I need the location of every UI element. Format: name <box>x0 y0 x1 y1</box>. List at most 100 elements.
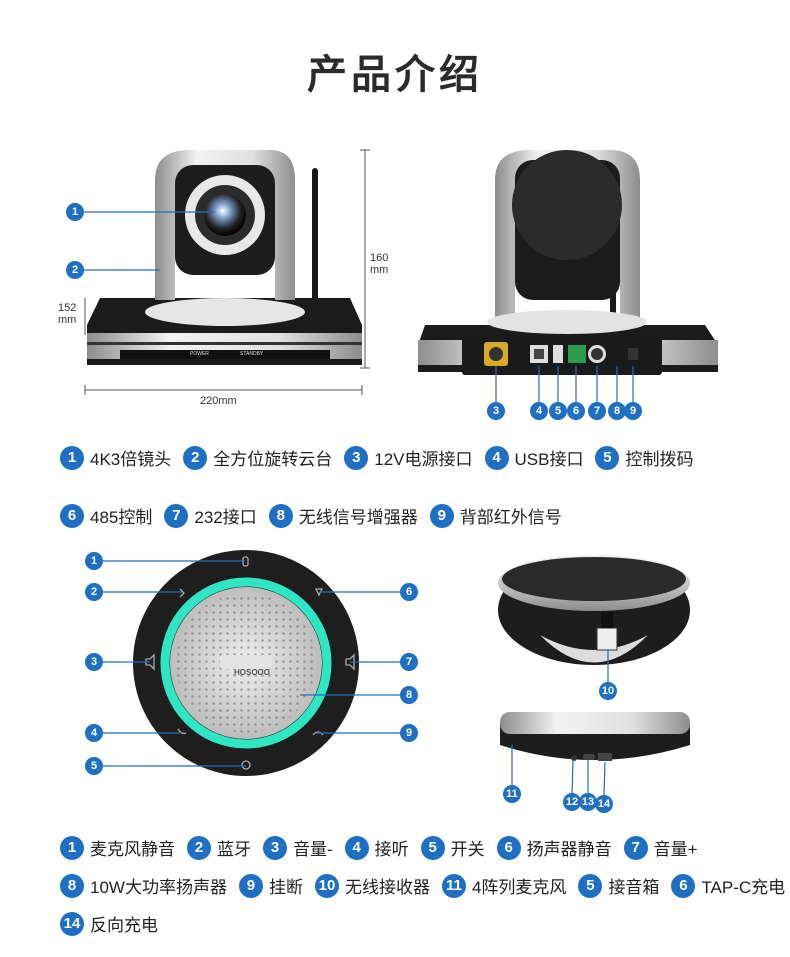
callout-badge: 4 <box>85 724 103 742</box>
legend-number-badge: 6 <box>496 835 521 860</box>
legend-label: 控制拨码 <box>625 450 694 469</box>
legend-number-badge: 11 <box>441 873 466 898</box>
legend-number-badge: 3 <box>344 445 369 470</box>
legend-item: 10 无线接收器 <box>314 873 430 898</box>
legend-label: 无线接收器 <box>344 878 430 897</box>
legend-number-badge: 4 <box>484 445 509 470</box>
legend-label: 485控制 <box>90 508 153 527</box>
legend-number-badge: 10 <box>314 873 339 898</box>
legend-label: 蓝牙 <box>217 840 251 859</box>
legend-item: 3 12V电源接口 <box>344 445 473 470</box>
legend-label: 无线信号增强器 <box>298 508 418 527</box>
legend-item: 7 音量+ <box>623 835 698 860</box>
legend-item: 6 扬声器静音 <box>496 835 612 860</box>
legend-item: 11 4阵列麦克风 <box>441 873 567 898</box>
power-label: POWER <box>190 351 209 357</box>
legend-label: 反向充电 <box>90 916 158 935</box>
legend-number-badge: 9 <box>238 873 263 898</box>
legend-item: 7 232接口 <box>164 503 257 528</box>
legend-number-badge: 2 <box>183 445 208 470</box>
legend-item: 6 TAP-C充电 <box>671 873 785 898</box>
legend-number-badge: 5 <box>420 835 445 860</box>
legend-label: 12V电源接口 <box>374 450 473 469</box>
legend-label: 麦克风静音 <box>90 840 175 859</box>
legend-item: 14 反向充电 <box>60 911 158 936</box>
callout-badge: 7 <box>400 653 418 671</box>
width-dimension: 220mm <box>200 395 237 407</box>
legend-item: 4 接听 <box>344 835 409 860</box>
callout-badge: 7 <box>588 402 606 420</box>
legend-number-badge: 4 <box>344 835 369 860</box>
callout-badge: 3 <box>487 402 505 420</box>
page-title: 产品介绍 <box>307 52 483 98</box>
legend-label: TAP-C充电 <box>701 878 786 897</box>
legend-label: 10W大功率扬声器 <box>90 878 227 897</box>
legend-row: 14 反向充电 <box>60 911 170 936</box>
callout-badge: 6 <box>400 583 418 601</box>
legend-label: 音量- <box>293 840 333 859</box>
legend-label: 背部红外信号 <box>459 508 562 527</box>
callout-badge: 8 <box>400 686 418 704</box>
legend-number-badge: 7 <box>164 503 189 528</box>
legend-number-badge: 1 <box>60 835 84 860</box>
legend-number-badge: 7 <box>623 835 648 860</box>
legend-item: 5 控制拨码 <box>595 445 693 470</box>
legend-label: 全方位旋转云台 <box>213 450 333 469</box>
legend-item: 5 开关 <box>420 835 485 860</box>
legend-item: 3 音量- <box>263 835 333 860</box>
callout-badge: 4 <box>530 402 548 420</box>
legend-number-badge: 1 <box>60 445 84 470</box>
legend-number-badge: 3 <box>263 835 287 860</box>
legend-label: 音量+ <box>653 840 698 859</box>
dimension-lines <box>84 149 370 395</box>
legend-label: 4阵列麦克风 <box>471 878 567 897</box>
legend-number-badge: 8 <box>60 873 84 898</box>
callout-badge: 1 <box>85 552 103 570</box>
legend-number-badge: 14 <box>60 911 84 936</box>
camera-back <box>418 150 718 375</box>
callout-badge: 9 <box>400 724 418 742</box>
legend-item: 1 麦克风静音 <box>60 835 175 860</box>
legend-row: 8 10W大功率扬声器 9 挂断 10 无线接收器 11 4阵列麦克风 5 接音箱 6 TAP-C充电 <box>60 873 790 898</box>
callout-badge: 1 <box>66 203 84 221</box>
speaker-brand: HOSOOO <box>234 668 271 677</box>
legend-number-badge: 5 <box>595 445 620 470</box>
depth-dimension: 152 mm <box>58 302 77 326</box>
callout-badge: 5 <box>85 757 103 775</box>
legend-label: 接音箱 <box>608 878 660 897</box>
legend-item: 5 接音箱 <box>578 873 659 898</box>
callout-badge: 2 <box>66 261 84 279</box>
callout-badge: 3 <box>85 653 103 671</box>
speaker-bottom <box>498 555 690 665</box>
callout-badge: 6 <box>567 402 585 420</box>
legend-label: 挂断 <box>268 878 303 897</box>
legend-number-badge: 6 <box>671 873 696 898</box>
legend-item: 9 挂断 <box>238 873 303 898</box>
callout-badge: 14 <box>595 795 613 813</box>
callout-badge: 11 <box>503 785 521 803</box>
legend-item: 1 4K3倍镜头 <box>60 445 171 470</box>
legend-label: 接听 <box>374 840 409 859</box>
camera-front <box>87 150 362 365</box>
legend-label: 开关 <box>450 840 485 859</box>
callout-badge: 2 <box>85 583 103 601</box>
callout-badge: 9 <box>624 402 642 420</box>
standby-label: STANDBY <box>240 351 264 357</box>
legend-number-badge: 8 <box>268 503 293 528</box>
legend-number-badge: 5 <box>578 873 603 898</box>
legend-item: 2 全方位旋转云台 <box>183 445 332 470</box>
legend-label: 扬声器静音 <box>526 840 612 859</box>
speaker-side <box>500 712 690 761</box>
callout-badge: 10 <box>599 682 617 700</box>
legend-label: 232接口 <box>194 508 257 527</box>
legend-label: 4K3倍镜头 <box>90 450 172 469</box>
legend-item: 8 10W大功率扬声器 <box>60 873 227 898</box>
